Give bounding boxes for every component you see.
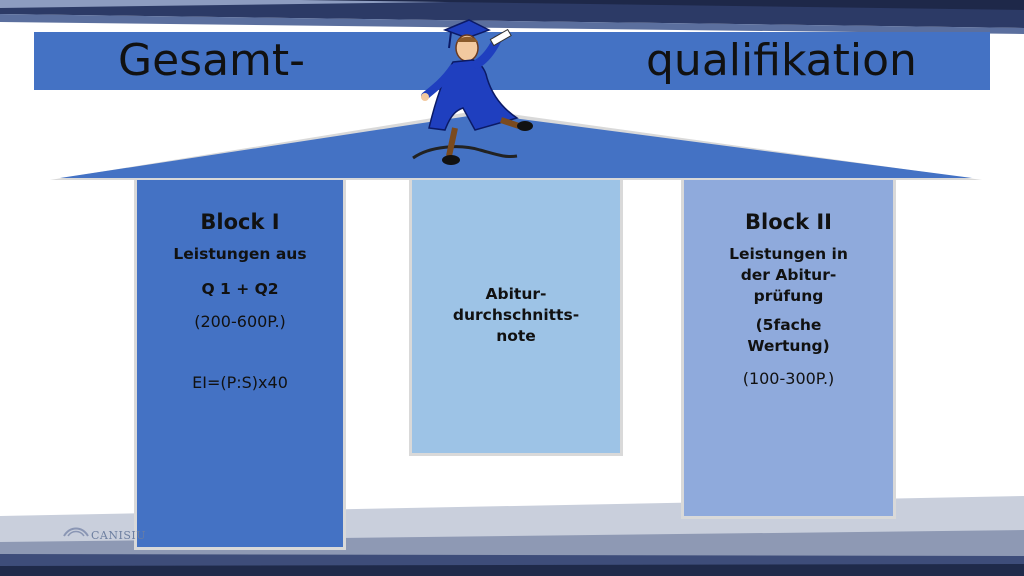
block-average: Abitur- durchschnitts- note: [409, 180, 623, 456]
graduate-clipart: [412, 19, 533, 165]
block-1-title: Block I: [200, 210, 280, 234]
block-average-line-1: Abitur-: [485, 285, 547, 303]
logo-text: CANISIU: [91, 529, 146, 542]
block-1-line-1: Leistungen aus: [173, 245, 307, 263]
roof: [50, 110, 982, 180]
top-decoration: [0, 0, 1024, 34]
title-band: [34, 32, 990, 90]
block-average-line-2: durchschnitts-: [452, 306, 580, 324]
block-1: Block I Leistungen aus Q 1 + Q2 (200-600…: [134, 180, 346, 550]
block-2-title: Block II: [745, 210, 832, 234]
block-2: Block II Leistungen in der Abitur- prüfu…: [681, 180, 896, 519]
block-1-formula: EI=(P:S)x40: [192, 373, 288, 392]
block-2-points: (100-300P.): [742, 369, 835, 388]
block-2-line-4: (5fache: [755, 316, 822, 334]
logo-mark: [63, 527, 89, 537]
title-right: qualifikation: [646, 35, 917, 86]
block-1-points: (200-600P.): [194, 312, 286, 331]
title-left: Gesamt-: [118, 35, 306, 86]
block-1-line-2: Q 1 + Q2: [201, 280, 279, 298]
block-average-line-3: note: [496, 327, 536, 345]
block-2-line-5: Wertung): [747, 337, 830, 355]
block-2-line-1: Leistungen in: [729, 245, 848, 263]
block-2-line-3: prüfung: [753, 287, 824, 305]
block-2-line-2: der Abitur-: [740, 266, 837, 284]
